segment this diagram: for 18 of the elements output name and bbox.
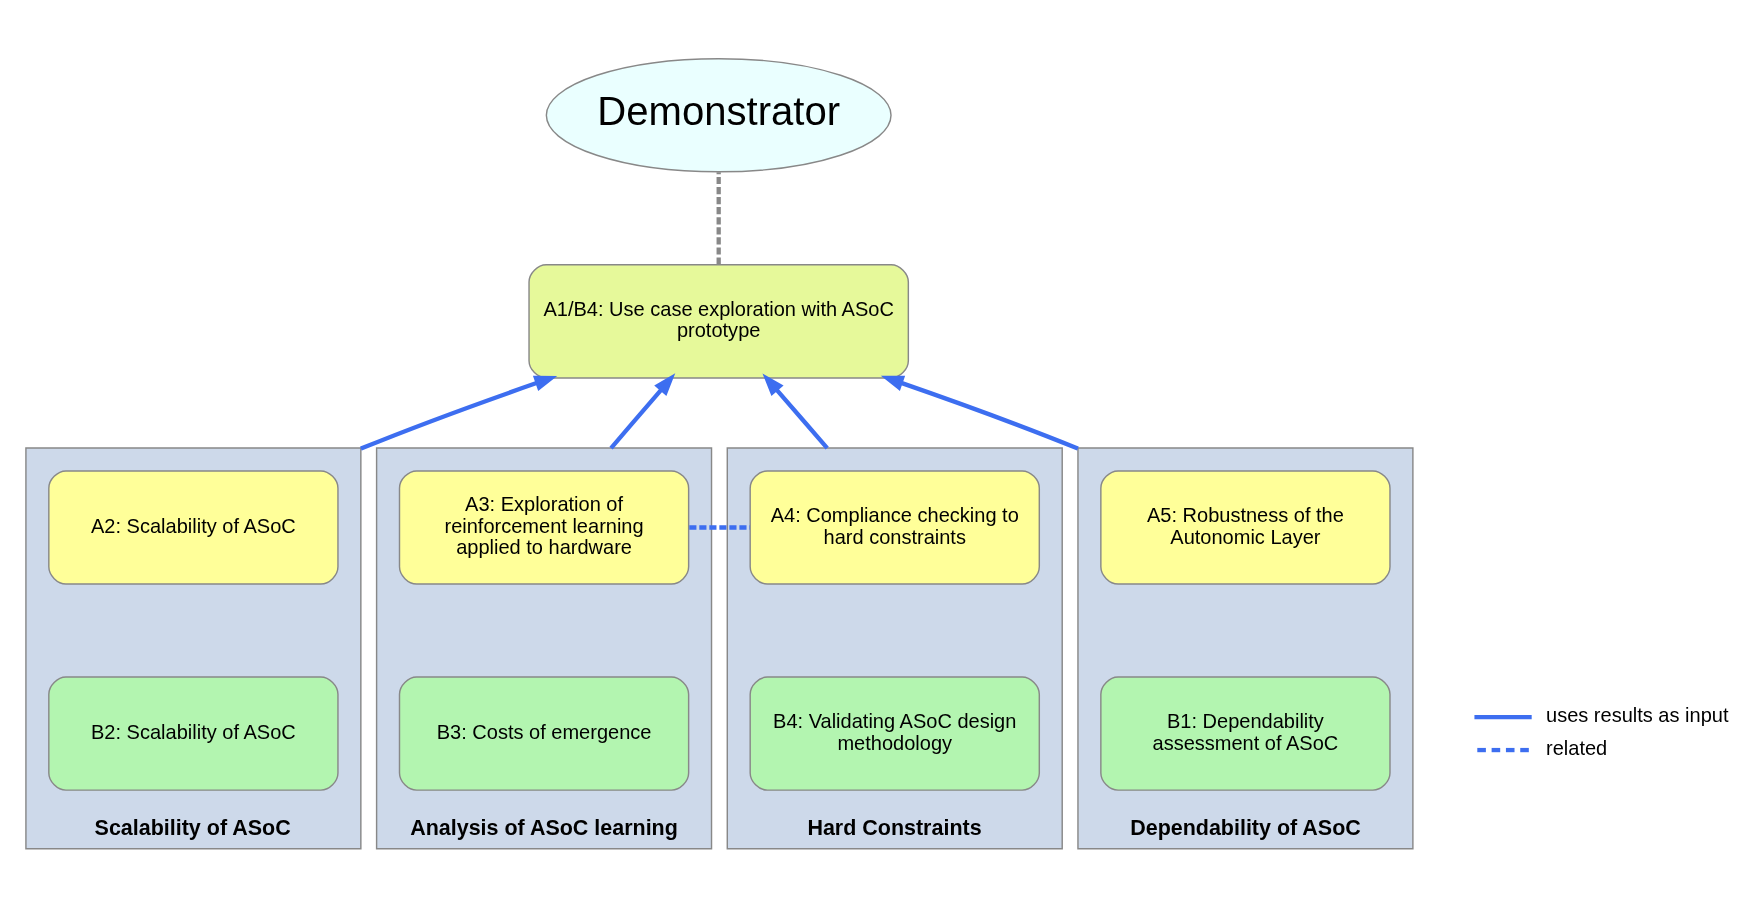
- node-box: B4: Validating ASoC design methodology: [749, 676, 1041, 791]
- node-ellipse: Demonstrator: [545, 58, 892, 173]
- connector: [716, 172, 721, 265]
- arrow: [762, 373, 829, 450]
- legend-label: uses results as input: [1546, 704, 1729, 727]
- node-box: A5: Robustness of the Autonomic Layer: [1100, 470, 1391, 585]
- node-box: A1/B4: Use case exploration with ASoC prototype: [528, 264, 910, 379]
- arrow: [360, 375, 558, 451]
- node-box: B2: Scalability of ASoC: [48, 676, 339, 791]
- node-box: A4: Compliance checking to hard constraints: [749, 470, 1041, 585]
- node-box: B1: Dependability assessment of ASoC: [1100, 676, 1391, 791]
- arrow: [880, 375, 1079, 451]
- node-box: B3: Costs of emergence: [398, 676, 690, 791]
- node-box: A3: Exploration of reinforcement learning applied to hardware: [398, 470, 690, 585]
- connector: [689, 525, 750, 530]
- legend-label: related: [1546, 737, 1608, 760]
- node-box: A2: Scalability of ASoC: [48, 470, 339, 585]
- arrow: [609, 373, 676, 450]
